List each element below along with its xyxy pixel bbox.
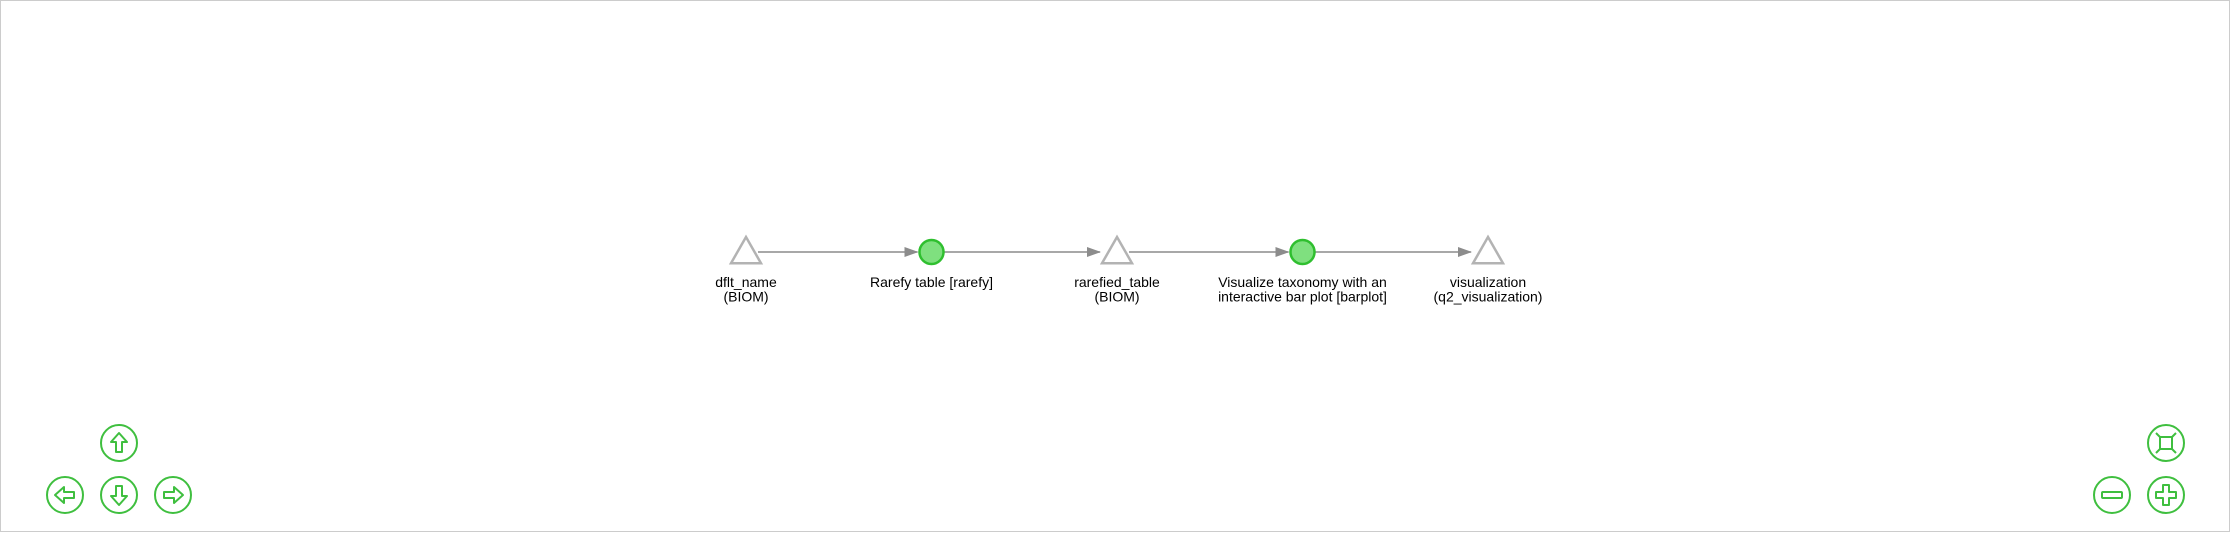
workflow-node-n5[interactable]: visualization(q2_visualization) (1434, 234, 1543, 305)
node-label-line: rarefied_table (1074, 274, 1160, 290)
fit-view-icon (2155, 432, 2177, 454)
node-label-line: (q2_visualization) (1434, 289, 1543, 305)
data-node-triangle[interactable] (1470, 234, 1506, 265)
node-label-line: visualization (1450, 274, 1526, 290)
data-node-triangle[interactable] (728, 234, 764, 265)
process-node-circle[interactable] (918, 238, 945, 266)
node-label-line: Rarefy table [rarefy] (870, 274, 993, 290)
node-label-line: dflt_name (715, 274, 777, 290)
zoom-out-button[interactable] (2093, 476, 2131, 514)
zoom-in-button[interactable] (2147, 476, 2185, 514)
workflow-node-n2[interactable]: Rarefy table [rarefy] (870, 238, 993, 290)
node-label-line: Visualize taxonomy with an (1218, 274, 1387, 290)
pan-left-button[interactable] (46, 476, 84, 514)
node-label-line: (BIOM) (1094, 289, 1139, 305)
pan-down-button[interactable] (100, 476, 138, 514)
workflow-node-n3[interactable]: rarefied_table(BIOM) (1074, 234, 1160, 305)
pan-up-button[interactable] (100, 424, 138, 462)
data-node-triangle[interactable] (1099, 234, 1135, 265)
arrow-left-icon (54, 486, 75, 504)
arrow-right-icon (163, 486, 184, 504)
workflow-node-n1[interactable]: dflt_name(BIOM) (715, 234, 777, 305)
fit-view-button[interactable] (2147, 424, 2185, 462)
node-label-line: interactive bar plot [barplot] (1218, 289, 1387, 305)
arrow-down-icon (110, 485, 128, 506)
pan-right-button[interactable] (154, 476, 192, 514)
zoom-in-icon (2155, 484, 2177, 506)
process-node-circle[interactable] (1289, 238, 1316, 266)
arrow-up-icon (110, 432, 128, 453)
node-label-line: (BIOM) (723, 289, 768, 305)
zoom-out-icon (2101, 491, 2123, 499)
